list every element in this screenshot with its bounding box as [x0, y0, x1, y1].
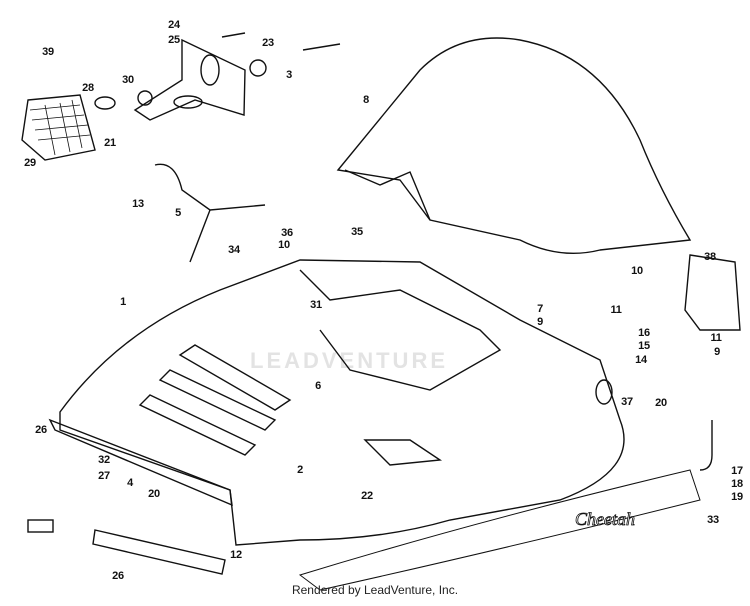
headlight: [21, 94, 96, 161]
callout-4[interactable]: 4: [127, 477, 133, 489]
callout-20[interactable]: 20: [148, 488, 160, 500]
plug: [595, 379, 613, 405]
callout-9[interactable]: 9: [714, 346, 720, 358]
vent-2: [158, 369, 277, 431]
bolt: [221, 32, 246, 38]
mirror: [684, 254, 741, 331]
nose-vent: [363, 439, 443, 466]
cable: [189, 209, 211, 263]
pad: [27, 519, 54, 533]
callout-9[interactable]: 9: [537, 316, 543, 328]
grommet: [249, 59, 267, 77]
callout-24[interactable]: 24: [168, 19, 180, 31]
lower-bracket: [92, 529, 226, 575]
callout-36[interactable]: 36: [281, 227, 293, 239]
callout-20[interactable]: 20: [655, 397, 667, 409]
latch: [699, 420, 713, 471]
callout-32[interactable]: 32: [98, 454, 110, 466]
callout-28[interactable]: 28: [82, 82, 94, 94]
callout-26[interactable]: 26: [112, 570, 124, 582]
callout-25[interactable]: 25: [168, 34, 180, 46]
watermark: LEADVENTURE: [250, 348, 449, 373]
callout-16[interactable]: 16: [638, 327, 650, 339]
callout-37[interactable]: 37: [621, 396, 633, 408]
callout-12[interactable]: 12: [230, 549, 242, 561]
bulb: [94, 96, 116, 110]
callout-29[interactable]: 29: [24, 157, 36, 169]
footer-credit: Rendered by LeadVenture, Inc.: [291, 583, 459, 597]
callout-27[interactable]: 27: [98, 470, 110, 482]
callout-5[interactable]: 5: [175, 207, 181, 219]
callout-17[interactable]: 17: [731, 465, 743, 477]
windshield-cutout: [344, 169, 431, 221]
hood-console: [299, 269, 502, 391]
callout-8[interactable]: 8: [363, 94, 369, 106]
decal-stripe: [298, 469, 701, 591]
callout-22[interactable]: 22: [361, 490, 373, 502]
callout-13[interactable]: 13: [132, 198, 144, 210]
callout-18[interactable]: 18: [731, 478, 743, 490]
decal-text: Cheetah: [575, 509, 635, 529]
bracket-hole-lower: [173, 95, 203, 109]
callout-6[interactable]: 6: [315, 380, 321, 392]
bumper: [48, 418, 233, 507]
windshield: [336, 37, 692, 254]
callout-2[interactable]: 2: [297, 464, 303, 476]
callout-7[interactable]: 7: [537, 303, 543, 315]
callout-39[interactable]: 39: [42, 46, 54, 58]
headlight-bracket: [133, 38, 246, 121]
callout-10[interactable]: 10: [631, 265, 643, 277]
callout-1[interactable]: 1: [120, 296, 126, 308]
headlight-grille: [29, 99, 91, 156]
callout-19[interactable]: 19: [731, 491, 743, 503]
callout-10[interactable]: 10: [278, 239, 290, 251]
callout-21[interactable]: 21: [104, 137, 116, 149]
callout-35[interactable]: 35: [351, 226, 363, 238]
callout-11[interactable]: 11: [610, 304, 622, 316]
callout-11[interactable]: 11: [710, 332, 722, 344]
switch: [302, 43, 341, 51]
callout-34[interactable]: 34: [228, 244, 240, 256]
wire-harness: [154, 163, 266, 211]
bracket-hole: [200, 54, 220, 86]
callout-14[interactable]: 14: [635, 354, 647, 366]
callout-15[interactable]: 15: [638, 340, 650, 352]
callout-33[interactable]: 33: [707, 514, 719, 526]
hood-body: [59, 259, 625, 546]
callout-31[interactable]: 31: [310, 299, 322, 311]
vent-1: [178, 344, 292, 411]
callout-30[interactable]: 30: [122, 74, 134, 86]
callout-23[interactable]: 23: [262, 37, 274, 49]
callout-3[interactable]: 3: [286, 69, 292, 81]
socket: [137, 90, 153, 106]
callout-38[interactable]: 38: [704, 251, 716, 263]
vent-3: [138, 394, 257, 456]
callout-26[interactable]: 26: [35, 424, 47, 436]
